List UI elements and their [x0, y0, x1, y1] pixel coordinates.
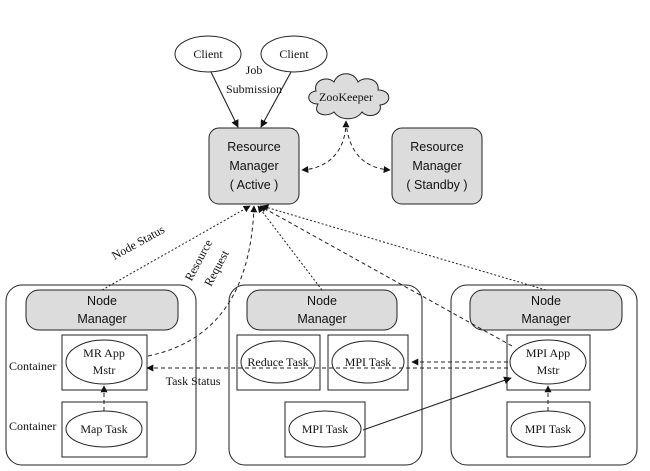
node-status-line-1	[101, 205, 251, 291]
node-status-line-3	[261, 204, 547, 291]
rm-standby-line1: Resource	[410, 140, 464, 154]
mpi-app-master-line2: Mstr	[537, 363, 560, 377]
node-manager-1-line2: Manager	[77, 312, 126, 326]
node-manager-1-line1: Node	[87, 294, 117, 308]
zookeeper-active-link	[301, 120, 350, 174]
client-node-1	[174, 35, 242, 73]
reduce-task	[240, 340, 316, 384]
client-label-1: Client	[193, 47, 223, 61]
mpi-task-node2-2	[288, 410, 362, 448]
rm-active-line2: Manager	[229, 159, 278, 173]
container-label-2: Container	[9, 419, 56, 433]
mpi-app-resource-request-line	[259, 205, 513, 347]
client-node-2	[260, 35, 328, 73]
rm-active-line1: Resource	[227, 140, 281, 154]
job-submission-arrow-2	[260, 71, 292, 128]
rm-active-line3: ( Active )	[230, 178, 279, 192]
zookeeper-standby-link	[345, 120, 391, 174]
mr-app-master-line1: MR App	[83, 346, 125, 360]
map-task-label: Map Task	[80, 422, 127, 436]
task-status-label: Task Status	[166, 374, 221, 388]
mr-app-master-line2: Mstr	[93, 363, 116, 377]
mpi-task-node3-label: MPI Task	[525, 422, 572, 436]
client-label-2: Client	[279, 47, 309, 61]
mpi-task-node2-1	[331, 340, 405, 384]
rm-standby-line2: Manager	[412, 159, 461, 173]
zookeeper-label: ZooKeeper	[319, 90, 373, 104]
node-manager-2-line2: Manager	[297, 312, 346, 326]
mpi-app-master	[509, 339, 587, 385]
mpi-task-node2-2-label: MPI Task	[302, 422, 349, 436]
node-manager-3-line1: Node	[531, 294, 561, 308]
mr-app-master	[65, 339, 143, 385]
mpi-app-master-line1: MPI App	[526, 346, 570, 360]
resource-manager-standby	[391, 127, 483, 205]
job-submission-label-line2: Submission	[226, 82, 282, 96]
reduce-task-label: Reduce Task	[247, 355, 308, 369]
resource-request-line	[147, 205, 258, 357]
mpi-task-to-mpi-app-arrow-solid	[362, 376, 512, 431]
node-status-label: Node Status	[109, 222, 167, 263]
node-manager-3-line2: Manager	[521, 312, 570, 326]
zookeeper-cloud	[308, 73, 390, 120]
job-submission-label-line1: Job	[246, 63, 263, 77]
mpi-task-node2-1-label: MPI Task	[345, 355, 392, 369]
node-manager-2-line1: Node	[307, 294, 337, 308]
rm-standby-line3: ( Standby )	[406, 178, 467, 192]
container-label-1: Container	[9, 359, 56, 373]
job-submission-arrow-1	[210, 71, 239, 128]
resource-manager-active	[208, 127, 300, 205]
node-status-line-2	[257, 205, 323, 291]
